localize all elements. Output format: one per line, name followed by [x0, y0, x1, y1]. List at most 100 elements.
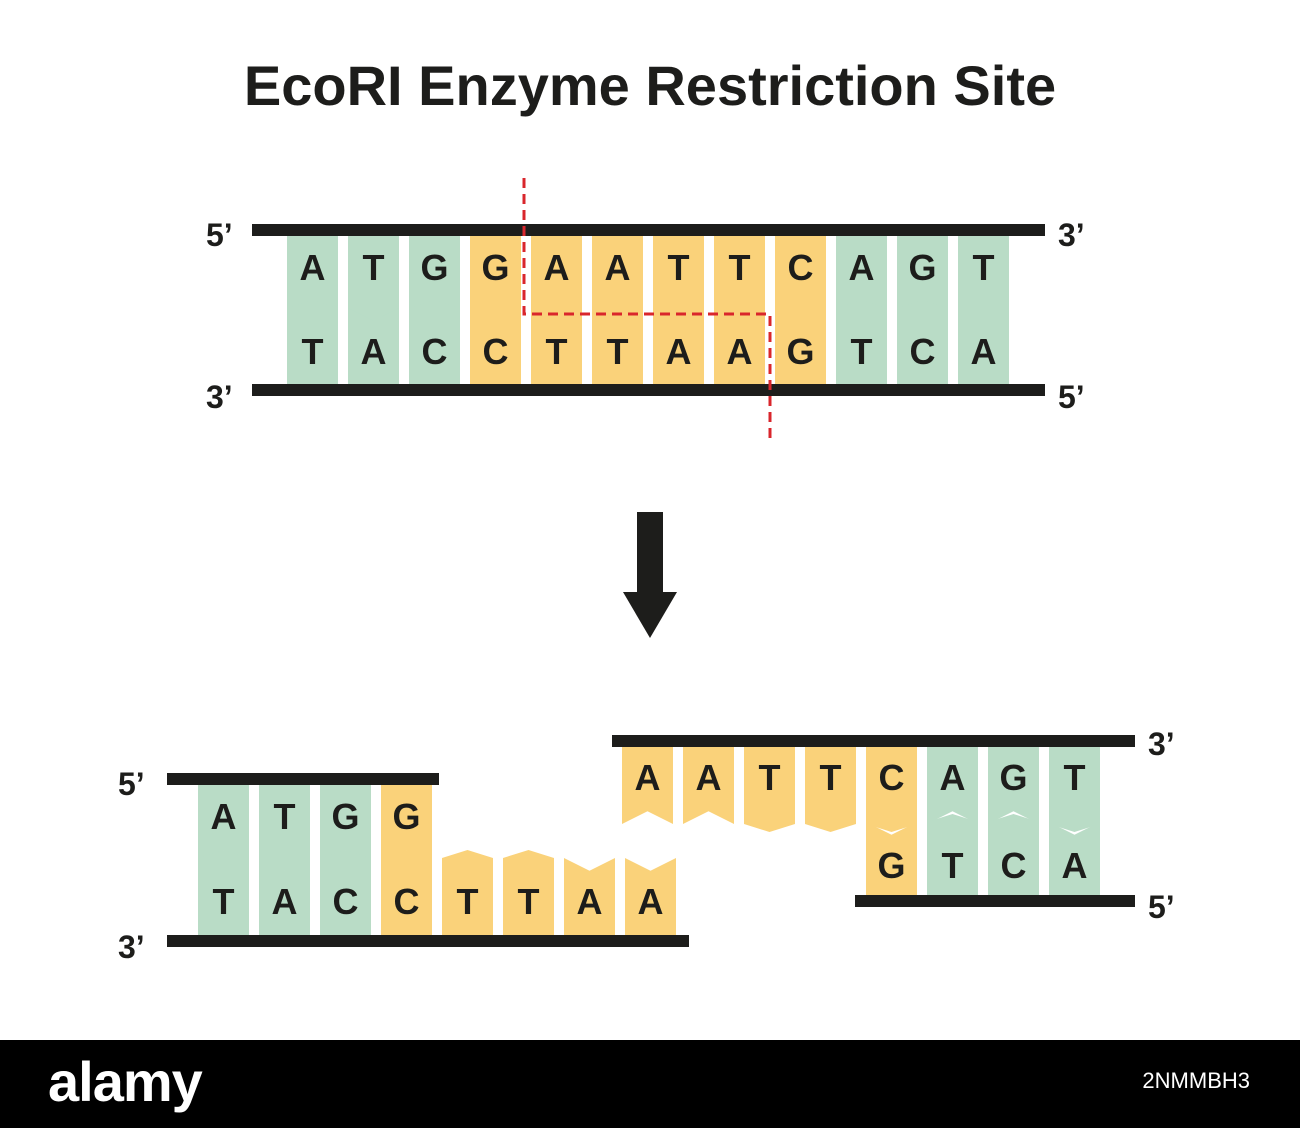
right-top-base-0-block: [622, 746, 673, 824]
top-base-0-block: [287, 236, 338, 314]
bottom-3prime-label: 3’: [206, 379, 233, 415]
top-base-11-block: [958, 236, 1009, 322]
top-base-4: A: [544, 247, 570, 288]
bottom-base-9: T: [851, 331, 873, 372]
bottom-base-8: G: [786, 331, 814, 372]
right-3prime-label: 3’: [1148, 726, 1175, 762]
down-arrow-icon: [623, 512, 677, 638]
bottom-base-2-block: [409, 300, 460, 386]
bottom-base-3-block: [470, 300, 521, 386]
left-top-backbone: [167, 773, 439, 785]
right-bottom-base-2: C: [1001, 845, 1027, 886]
diagram-title: EcoRI Enzyme Restriction Site: [243, 54, 1057, 117]
right-top-base-7-block: [1049, 746, 1100, 832]
bottom-base-0-block: [287, 300, 338, 386]
left-top-base-3: G: [392, 796, 420, 837]
right-top-base-4-block: [866, 746, 917, 832]
left-3prime-label: 3’: [118, 929, 145, 965]
left-5prime-label: 5’: [118, 766, 145, 802]
right-bottom-base-1-block: [927, 814, 978, 900]
left-bottom-base-2-block: [320, 850, 371, 936]
right-top-base-1-block: [683, 746, 734, 824]
brand-logo: alamy: [48, 1050, 203, 1113]
right-top-base-3-block: [805, 746, 856, 832]
right-bottom-base-3-block: [1049, 822, 1100, 900]
right-bottom-base-3: A: [1062, 845, 1088, 886]
top-base-0: A: [300, 247, 326, 288]
top-base-2-block: [409, 236, 460, 314]
right-bottom-base-0: G: [877, 845, 905, 886]
left-bottom-base-6-block: [564, 858, 615, 936]
top-base-11: T: [973, 247, 995, 288]
top-base-10-block: [897, 236, 948, 314]
top-base-9-block: [836, 236, 887, 314]
left-top-base-1: T: [274, 796, 296, 837]
top-3prime-label: 3’: [1058, 217, 1085, 253]
bottom-base-3: C: [483, 331, 509, 372]
top-base-6-block: [653, 236, 704, 322]
top-base-6: T: [668, 247, 690, 288]
top-base-8: C: [788, 247, 814, 288]
bottom-base-10-block: [897, 300, 948, 386]
right-top-base-1: A: [696, 757, 722, 798]
left-bottom-base-7: A: [638, 881, 664, 922]
left-bottom-base-3: C: [394, 881, 420, 922]
top-base-5: A: [605, 247, 631, 288]
top-base-8-block: [775, 236, 826, 322]
right-top-base-0: A: [635, 757, 661, 798]
top-strand-backbone: [252, 224, 1045, 236]
bottom-base-0: T: [302, 331, 324, 372]
top-base-9: A: [849, 247, 875, 288]
right-top-base-5: A: [940, 757, 966, 798]
bottom-base-6-block: [653, 308, 704, 386]
bottom-base-6: A: [666, 331, 692, 372]
bottom-base-5-block: [592, 300, 643, 386]
right-top-base-2: T: [759, 757, 781, 798]
left-bottom-base-2: C: [333, 881, 359, 922]
top-base-4-block: [531, 236, 582, 314]
bottom-base-4: T: [546, 331, 568, 372]
bottom-base-11: A: [971, 331, 997, 372]
right-top-backbone: [612, 735, 1135, 747]
right-top-base-5-block: [927, 746, 978, 824]
right-bottom-backbone: [855, 895, 1135, 907]
cut-line: [522, 178, 772, 440]
right-top-base-2-block: [744, 746, 795, 832]
right-bottom-base-1: T: [942, 845, 964, 886]
top-base-10: G: [908, 247, 936, 288]
top-base-3: G: [481, 247, 509, 288]
bottom-strand-backbone: [252, 384, 1045, 396]
right-top-base-7: T: [1064, 757, 1086, 798]
bottom-base-11-block: [958, 308, 1009, 386]
left-bottom-base-4-block: [442, 850, 493, 936]
left-top-base-2-block: [320, 785, 371, 863]
left-bottom-base-1-block: [259, 858, 310, 936]
bottom-base-5: T: [607, 331, 629, 372]
bottom-base-4-block: [531, 300, 582, 386]
bottom-base-1-block: [348, 308, 399, 386]
bottom-base-7-block: [714, 308, 765, 386]
right-top-base-4: C: [879, 757, 905, 798]
top-base-1: T: [363, 247, 385, 288]
right-top-base-6: G: [999, 757, 1027, 798]
top-base-3-block: [470, 236, 521, 314]
bottom-base-2: C: [422, 331, 448, 372]
right-bottom-base-0-block: [866, 822, 917, 900]
left-bottom-base-0-block: [198, 850, 249, 936]
bottom-5prime-label: 5’: [1058, 379, 1085, 415]
left-bottom-base-4: T: [457, 881, 479, 922]
left-top-base-0: A: [211, 796, 237, 837]
left-bottom-base-0: T: [213, 881, 235, 922]
bottom-base-10: C: [910, 331, 936, 372]
left-bottom-base-1: A: [272, 881, 298, 922]
right-top-base-3: T: [820, 757, 842, 798]
left-bottom-base-7-block: [625, 858, 676, 936]
left-bottom-base-5: T: [518, 881, 540, 922]
left-bottom-backbone: [167, 935, 689, 947]
left-bottom-base-5-block: [503, 850, 554, 936]
left-top-base-2: G: [331, 796, 359, 837]
